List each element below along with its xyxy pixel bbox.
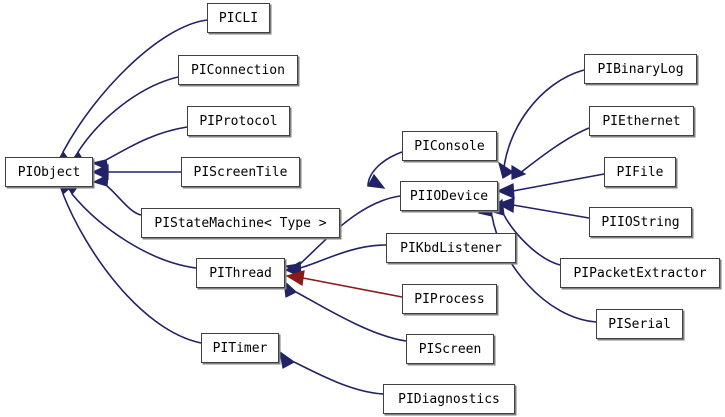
edge-piconnection-piobject <box>66 76 179 168</box>
class-node-label: PICLI <box>218 10 259 26</box>
class-node-label: PIStateMachine< Type > <box>154 215 327 231</box>
edge-pibinarylog-piiodevice <box>498 69 585 179</box>
edge-pitimer-piobject <box>55 177 202 344</box>
class-node-picli[interactable]: PICLI <box>207 3 270 33</box>
class-node-label: PIScreenTile <box>193 164 288 180</box>
class-node-label: PIFile <box>616 164 664 180</box>
class-node-label: PIIODevice <box>409 188 489 204</box>
class-node-label: PIEthernet <box>602 113 681 129</box>
edge-pifile-piiodevice <box>496 173 605 199</box>
class-node-label: PIDiagnostics <box>398 391 500 407</box>
class-node-pidiagnostics[interactable]: PIDiagnostics <box>383 384 515 414</box>
class-node-piethernet[interactable]: PIEthernet <box>589 106 694 136</box>
edge-piprotocol-piobject <box>91 126 188 172</box>
class-node-label: PISerial <box>608 316 671 332</box>
class-node-piprocess[interactable]: PIProcess <box>402 284 497 314</box>
class-node-pibinarylog[interactable]: PIBinaryLog <box>584 54 697 84</box>
class-node-label: PIIOString <box>601 214 680 230</box>
class-node-piscreentile[interactable]: PIScreenTile <box>181 157 300 187</box>
class-node-pipacketextractor[interactable]: PIPacketExtractor <box>560 258 720 288</box>
edge-piscreentile-piobject <box>91 164 181 180</box>
class-node-piiodevice[interactable]: PIIODevice <box>400 181 498 211</box>
class-node-piobject[interactable]: PIObject <box>5 157 93 187</box>
class-node-piconnection[interactable]: PIConnection <box>178 55 298 85</box>
edge-pidiagnostics-pitimer <box>279 350 384 395</box>
class-node-label: PIScreen <box>418 341 482 357</box>
edge-piprocess-pithread <box>285 270 403 298</box>
class-node-pifile[interactable]: PIFile <box>604 157 676 187</box>
class-node-piconsole[interactable]: PIConsole <box>402 131 497 161</box>
edge-piconsole-piiodevice <box>367 151 403 189</box>
class-node-piserial[interactable]: PISerial <box>596 309 683 339</box>
class-node-piprotocol[interactable]: PIProtocol <box>187 106 290 136</box>
class-node-pikbdlistener[interactable]: PIKbdListener <box>386 233 516 263</box>
class-node-label: PIConsole <box>414 138 485 154</box>
class-node-label: PITimer <box>212 340 268 356</box>
class-node-pitimer[interactable]: PITimer <box>201 333 279 363</box>
class-node-label: PIThread <box>209 265 272 281</box>
edge-picli-piobject <box>52 19 208 169</box>
class-node-label: PIPacketExtractor <box>573 265 707 281</box>
edge-pistatemachine-piobject <box>92 173 142 216</box>
edge-piscreen-pithread <box>283 279 407 342</box>
class-node-pithread[interactable]: PIThread <box>196 258 285 288</box>
class-node-label: PIProtocol <box>199 113 278 129</box>
class-node-piiostring[interactable]: PIIOString <box>589 207 692 237</box>
class-node-label: PIObject <box>17 164 81 180</box>
class-node-pistatemachine[interactable]: PIStateMachine< Type > <box>141 208 340 238</box>
class-node-label: PIConnection <box>191 62 285 78</box>
edge-pikbdlistener-pithread <box>284 244 387 278</box>
class-node-label: PIBinaryLog <box>597 61 684 77</box>
class-node-label: PIProcess <box>414 291 485 307</box>
class-node-piscreen[interactable]: PIScreen <box>406 334 494 364</box>
class-node-label: PIKbdListener <box>400 240 502 256</box>
edge-piiostring-piiodevice <box>496 197 590 219</box>
edge-piethernet-piiodevice <box>511 127 590 180</box>
